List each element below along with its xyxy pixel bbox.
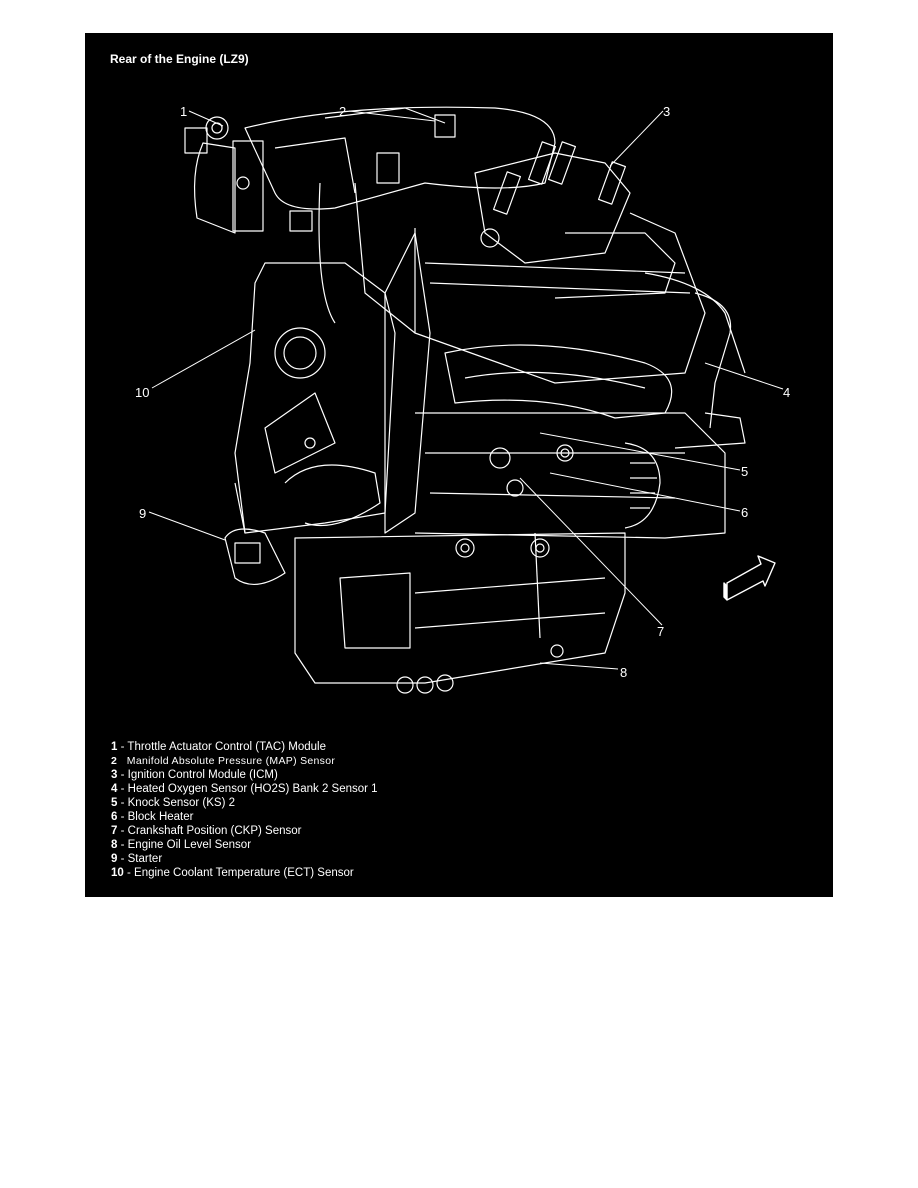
callout-4: 4 bbox=[783, 385, 791, 400]
forward-arrow-icon bbox=[723, 555, 776, 601]
cylinder-head-illustration bbox=[414, 212, 746, 449]
callout-1: 1 bbox=[180, 104, 188, 119]
callout-8: 8 bbox=[620, 665, 628, 680]
timing-cover-illustration bbox=[234, 262, 396, 534]
legend-item: 10 - Engine Coolant Temperature (ECT) Se… bbox=[111, 867, 354, 879]
callout-3: 3 bbox=[663, 104, 671, 119]
legend-item: 4 - Heated Oxygen Sensor (HO2S) Bank 2 S… bbox=[111, 783, 378, 795]
exhaust-pipe-illustration bbox=[444, 344, 673, 419]
callout-6: 6 bbox=[741, 505, 749, 520]
callout-5: 5 bbox=[741, 464, 749, 479]
engine-block-illustration bbox=[384, 232, 726, 539]
component-legend: 1 - Throttle Actuator Control (TAC) Modu… bbox=[111, 740, 378, 880]
oil-pan-illustration bbox=[294, 532, 626, 694]
ignition-coil-pack-illustration bbox=[474, 141, 676, 299]
legend-item: 5 - Knock Sensor (KS) 2 bbox=[111, 797, 236, 809]
legend-item: 9 - Starter bbox=[111, 853, 163, 865]
diagram-panel: Rear of the Engine (LZ9) bbox=[85, 33, 833, 897]
starter-illustration bbox=[224, 482, 286, 585]
legend-item: 6 - Block Heater bbox=[111, 811, 194, 823]
legend-item: 1 - Throttle Actuator Control (TAC) Modu… bbox=[111, 741, 326, 753]
callout-10: 10 bbox=[135, 385, 150, 400]
legend-item: 3 - Ignition Control Module (ICM) bbox=[111, 769, 278, 781]
leader-lines bbox=[148, 110, 784, 670]
legend-item: 7 - Crankshaft Position (CKP) Sensor bbox=[111, 825, 302, 837]
intake-manifold-illustration bbox=[244, 106, 556, 334]
callout-2: 2 bbox=[339, 104, 347, 119]
engine-line-drawing bbox=[148, 106, 784, 694]
legend-item: 8 - Engine Oil Level Sensor bbox=[111, 839, 252, 851]
throttle-body-illustration bbox=[184, 116, 313, 234]
legend-item: 2 Manifold Absolute Pressure (MAP) Senso… bbox=[111, 755, 336, 767]
diagram-title: Rear of the Engine (LZ9) bbox=[110, 52, 249, 66]
callout-9: 9 bbox=[139, 506, 147, 521]
callout-7: 7 bbox=[657, 624, 665, 639]
